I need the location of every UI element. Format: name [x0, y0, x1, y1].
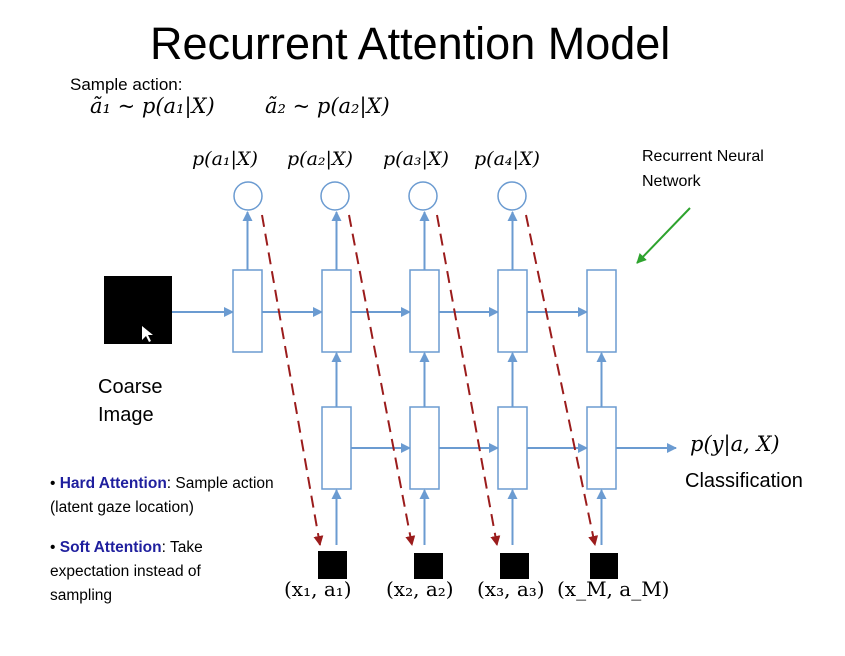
classification-formula: p(y|a, X)	[690, 432, 780, 456]
sampled-action-arrow	[436, 214, 501, 546]
glimpse-patch	[414, 553, 443, 579]
rnn-label-2: Network	[642, 173, 701, 190]
rnn-top-cell	[497, 269, 528, 353]
bullet-hard: • Hard Attention: Sample action (latent …	[50, 475, 274, 516]
cursor-icon	[142, 326, 153, 342]
glimpse-patch	[590, 553, 618, 579]
rnn-top-cell	[232, 269, 263, 353]
sample-formula-2: ã₂ ~ p(a₂|X)	[265, 94, 390, 118]
hard-attention-term: Hard Attention	[59, 475, 167, 492]
sampled-action-arrow	[525, 214, 599, 546]
sample-formula-1: ã₁ ~ p(a₁|X)	[90, 94, 215, 118]
rnn-top-cell	[321, 269, 352, 353]
output-node	[233, 181, 263, 211]
rnn-bottom-cell	[497, 406, 528, 490]
glimpse-label-2: (x₂, a₂)	[386, 577, 454, 601]
hard-attention-desc: : Sample action (latent gaze location)	[50, 475, 274, 516]
sample-action-label: Sample action:	[70, 75, 183, 94]
glimpse-patch	[318, 551, 347, 579]
rnn-bottom-cell	[321, 406, 352, 490]
soft-attention-term: Soft Attention	[59, 539, 162, 556]
output-label-1: p(a₁|X)	[192, 148, 258, 170]
classification-label: Classification	[685, 470, 803, 492]
rnn-top-cell	[409, 269, 440, 353]
green-pointer-arrow	[636, 207, 691, 264]
coarse-image	[104, 276, 172, 344]
output-label-3: p(a₃|X)	[383, 148, 449, 170]
output-label-4: p(a₄|X)	[474, 148, 540, 170]
rnn-bottom-cell	[586, 406, 617, 490]
rnn-top-cell	[586, 269, 617, 353]
glimpse-label-1: (x₁, a₁)	[284, 577, 352, 601]
glimpse-patch	[500, 553, 529, 579]
output-node	[408, 181, 438, 211]
slide-title: Recurrent Attention Model	[150, 18, 671, 69]
coarse-label-1: Coarse	[98, 376, 163, 398]
bullet-soft: • Soft Attention: Take expectation inste…	[50, 539, 203, 604]
rnn-label-1: Recurrent Neural	[642, 148, 764, 165]
soft-attention-desc: : Take expectation instead of sampling	[50, 539, 203, 604]
rnn-bottom-cell	[409, 406, 440, 490]
output-node	[320, 181, 350, 211]
sampled-action-arrow	[348, 214, 416, 546]
output-node	[497, 181, 527, 211]
glimpse-label-4: (x_M, a_M)	[557, 577, 670, 601]
glimpse-label-3: (x₃, a₃)	[477, 577, 545, 601]
sampled-action-arrow	[261, 214, 324, 546]
output-label-2: p(a₂|X)	[287, 148, 353, 170]
coarse-label-2: Image	[98, 404, 154, 426]
